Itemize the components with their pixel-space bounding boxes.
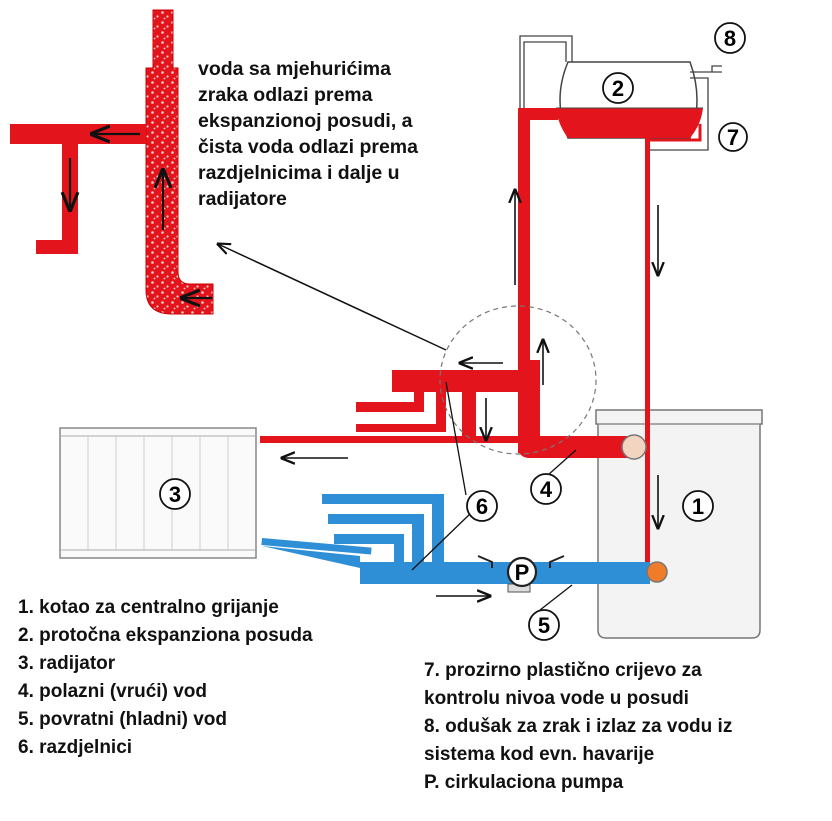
callout-4: 4: [530, 473, 562, 505]
svg-text:5: 5: [538, 613, 550, 638]
legend-item-5: 5. povratni (hladni) vod: [18, 709, 228, 730]
legend-item-4: 4. polazni (vrući) vod: [18, 681, 207, 702]
svg-text:8: 8: [724, 26, 736, 51]
legend-item-8-cont: sistema kod evn. havarije: [424, 744, 655, 765]
legend-left: 1. kotao za centralno grijanje 2. protoč…: [18, 594, 313, 762]
legend-item-1: 1. kotao za centralno grijanje: [18, 597, 279, 618]
circulation-pump: [506, 556, 538, 593]
detail-lower-branch: [36, 240, 78, 254]
vent-loop: [519, 35, 573, 115]
hot-elbow: [518, 360, 632, 458]
boiler-outlet-hot: [621, 434, 647, 460]
valve-right-icon: [549, 555, 565, 568]
description-text: voda sa mjehurićima zraka odlazi prema e…: [198, 56, 498, 212]
callout-8: 8: [714, 22, 746, 54]
callout-7: 7: [718, 122, 748, 152]
callout-6: 6: [466, 490, 498, 522]
callout-leaders: [411, 381, 577, 611]
legend-item-6: 6. razdjelnici: [18, 737, 133, 758]
cold-pipes: [261, 494, 650, 584]
callout-2: 2: [602, 72, 634, 104]
svg-text:3: 3: [169, 482, 181, 507]
flow-arrows: [282, 190, 658, 596]
legend-item-3: 3. radijator: [18, 653, 116, 674]
radiator-body: [59, 427, 257, 559]
callout-3: 3: [159, 478, 191, 510]
legend-item-7: 7. prozirno plastično crijevo za: [424, 660, 702, 681]
legend-right: 7. prozirno plastično crijevo za kontrol…: [424, 657, 824, 797]
hot-manifold: [356, 370, 518, 440]
legend-item-p: P. cirkulaciona pumpa: [424, 772, 624, 793]
boiler-top: [595, 409, 763, 425]
legend-item-2: 2. protočna ekspanziona posuda: [18, 625, 313, 646]
cold-manifold: [322, 494, 444, 568]
description-line: razdjelnicima i dalje u: [198, 162, 400, 184]
boiler-inlet-cold: [646, 561, 668, 583]
svg-text:4: 4: [540, 477, 553, 502]
legend-item-7-cont: kontrolu nivoa vode u posudi: [424, 688, 689, 709]
description-line: zraka odlazi prema: [198, 84, 373, 106]
detail-riser-pipe: [145, 9, 214, 315]
hot-return-down: [645, 138, 650, 568]
detail-circle: [439, 305, 597, 455]
vessel-water: [556, 108, 703, 138]
radiator: [59, 427, 257, 559]
cold-main: [360, 562, 650, 584]
valve-left-icon: [477, 555, 493, 568]
svg-text:1: 1: [692, 494, 704, 519]
detail-branch-pipe: [10, 124, 146, 248]
svg-text:7: 7: [727, 125, 739, 150]
description-line: ekspanzionoj posudi, a: [198, 110, 413, 132]
callout-5: 5: [528, 609, 560, 641]
description-line: radijatore: [198, 188, 287, 210]
hot-to-radiator: [260, 436, 530, 443]
detail-separator: [10, 9, 214, 315]
description-line: voda sa mjehurićima: [198, 58, 391, 80]
svg-text:6: 6: [476, 494, 488, 519]
pointer-line: [218, 244, 447, 351]
svg-text:2: 2: [612, 76, 624, 101]
cold-from-radiator: [262, 536, 360, 568]
description-line: čista voda odlazi prema: [198, 136, 418, 158]
expansion-vessel: [519, 35, 722, 151]
callout-1: 1: [682, 490, 714, 522]
pump-label: P: [515, 560, 530, 585]
legend-item-8: 8. odušak za zrak i izlaz za vodu iz: [424, 716, 733, 737]
